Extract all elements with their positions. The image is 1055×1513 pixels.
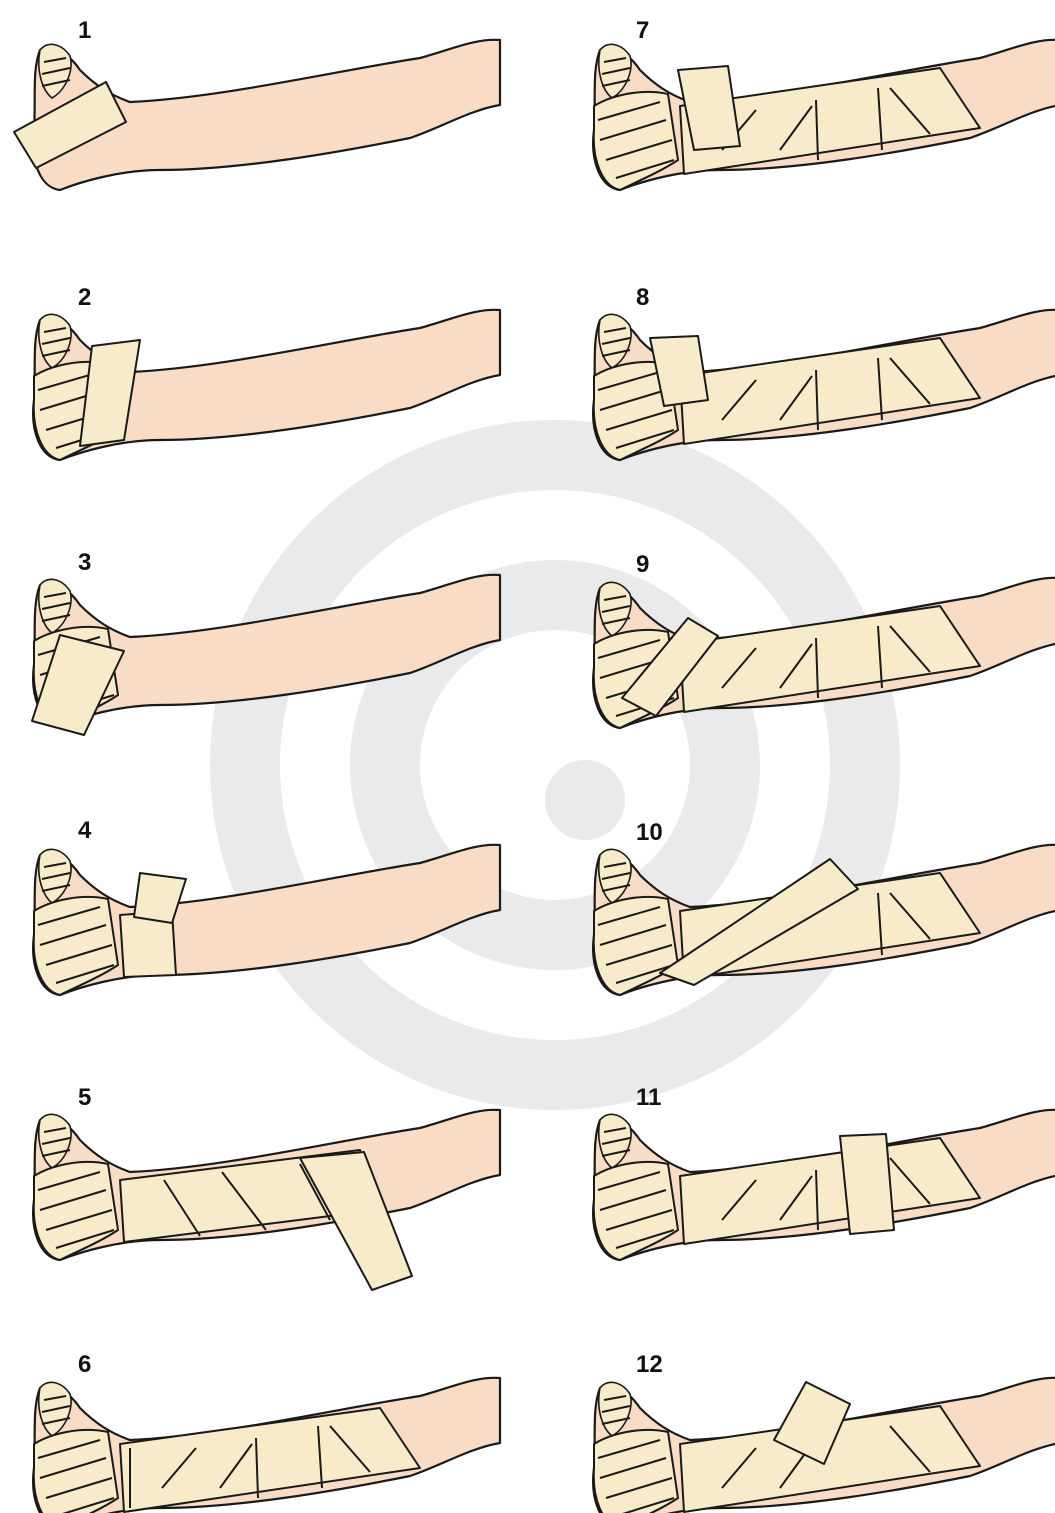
- panel-8: 8: [593, 284, 1055, 460]
- panel-label: 6: [78, 1351, 91, 1378]
- swirl-watermark-icon: [245, 455, 865, 1075]
- panel-5: 5: [33, 1084, 500, 1290]
- panel-1: 1: [14, 17, 500, 190]
- panel-label: 1: [78, 17, 91, 44]
- panel-label: 11: [636, 1084, 661, 1111]
- panel-label: 7: [636, 17, 649, 44]
- panel-7: 7: [593, 17, 1055, 190]
- panel-2: 2: [33, 284, 500, 460]
- panel-12: 12: [593, 1351, 1055, 1513]
- panel-label: 4: [78, 817, 92, 844]
- panel-label: 5: [78, 1084, 91, 1111]
- panel-label: 3: [78, 549, 91, 576]
- panel-label: 10: [636, 819, 663, 846]
- panel-label: 9: [636, 551, 649, 578]
- panel-label: 2: [78, 284, 91, 311]
- panel-label: 12: [636, 1351, 663, 1378]
- bandage-roll: [840, 1134, 894, 1234]
- panel-label: 8: [636, 284, 649, 311]
- panel-6: 6: [33, 1351, 500, 1513]
- panel-11: 11: [593, 1084, 1055, 1260]
